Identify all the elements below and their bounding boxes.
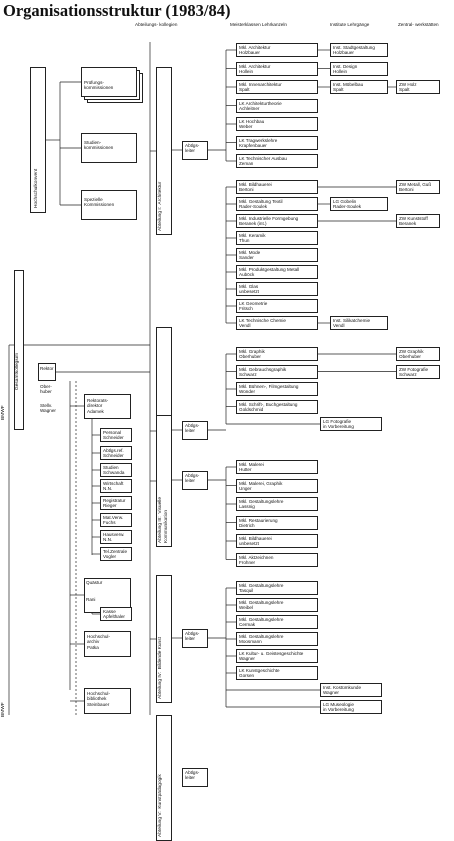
- department-3-box: [156, 415, 172, 547]
- meisterklasse-box: Mkl. Gestaltung Textil Rader-Soulek: [236, 197, 318, 211]
- werkstatt-box: ZW Holz Spalt: [396, 80, 440, 94]
- pruefungskommissionen: Prüfungs- kommissionen: [81, 67, 137, 97]
- meisterklasse-box: Mkl. Graphik Oberhuber: [236, 347, 318, 361]
- gesamtkollegium-box: [14, 270, 24, 430]
- institut-box: Inst. Möbelbau Spalt: [330, 80, 388, 94]
- rektoratsdirektor-box: Rektorats- direktor Adamek: [84, 394, 131, 419]
- werkstatt-box: ZW Fotografie Schwarz: [396, 364, 440, 379]
- header-werkstaetten: Zentral- werkstätten: [398, 22, 439, 27]
- meisterklasse-box: Mkl. Gestaltungslehre Cermak: [236, 615, 318, 629]
- institut-box: LG Museologie in Vorbereitung: [320, 700, 382, 714]
- meisterklasse-box: Mkl. Restaurierung Dietrich: [236, 515, 318, 530]
- meisterklasse-box: LK Tragwerkslehre Krapfenbauer: [236, 135, 318, 150]
- institut-box: LG Fotografie in Vorbereitung: [320, 417, 382, 431]
- personal-box: Personal Schneider: [100, 428, 132, 442]
- werkstatt-box: ZW Kunststoff Beranek: [396, 214, 440, 228]
- registratur-box: Registratur Rieger: [100, 496, 132, 510]
- studienkommissionen: Studien- kommissionen: [81, 133, 137, 163]
- meisterklasse-box: Mkl. Keramik Thun: [236, 231, 318, 245]
- department-1-leiter: Abtlgs- leiter: [182, 141, 208, 160]
- bibliothek-box: Hochschul- bibliothek Steinbauer: [84, 688, 131, 714]
- telzentrale-box: Tel.Zentrale Vogler: [100, 547, 132, 561]
- hausverw-box: Hausverw. N.N.: [100, 530, 132, 544]
- bmwf-top-label: BMWF: [1, 405, 6, 420]
- department-3-label: Abteilung III: Visuelle Kommunikation: [158, 496, 169, 543]
- meisterklasse-box: Mkl. Aktzeichnen Frohner: [236, 552, 318, 567]
- institut-box: Inst. Design Hollein: [330, 61, 388, 76]
- meisterklasse-box: LK Hochbau Weber: [236, 117, 318, 131]
- stellvertreter-label: Stellv. Wagner: [40, 403, 56, 414]
- hochschulkonvent-box: [30, 67, 46, 213]
- department-4-label: Abteilung IV: Bildende Kunst: [158, 637, 163, 699]
- meisterklasse-box: Mkl. Bildhauerei unbesetzt: [236, 534, 318, 548]
- department-5-leiter: Abtlgs- leiter: [182, 768, 208, 787]
- department-1-label: Abteilung I: Architektur: [158, 181, 163, 231]
- werkstatt-box: ZW Graphik Oberhuber: [396, 347, 440, 361]
- department-4-box: [156, 575, 172, 703]
- meisterklasse-box: LK Kultur- u. Geistesgeschichte Wagner: [236, 649, 318, 663]
- werkstatt-box: ZW Metall, Guß Bertoni: [396, 180, 440, 194]
- header-abteilungskollegien: Abteilungs- kollegien: [135, 22, 178, 27]
- meisterklasse-box: Mkl. Industrielle Formgebung Beranek (in…: [236, 214, 318, 228]
- kasse-box: Kasse Apfelthaler: [100, 607, 132, 621]
- meisterklasse-box: Mkl. Gestaltungslehre Moosmann: [236, 632, 318, 646]
- quaestur-label: Quästur: [86, 580, 103, 585]
- department-2-leiter: Abtlgs- leiter: [182, 421, 208, 440]
- meisterklasse-box: Mkl. Gestaltungslehre Weibel: [236, 598, 318, 612]
- gesamtkollegium-label: Gesamtkollegium: [15, 352, 20, 390]
- meisterklasse-box: Mkl. Innenarchitektur Spalt: [236, 80, 318, 94]
- archiv-box: Hochschul- archiv Patka: [84, 631, 131, 657]
- department-3-leiter: Abtlgs- leiter: [182, 471, 208, 490]
- studien-box: Studien Schwanda: [100, 463, 132, 477]
- rektor-label: Rektor: [40, 366, 54, 371]
- meisterklasse-box: LK Kunstgeschichte Gorsen: [236, 666, 318, 680]
- rani-label: Rani: [86, 597, 96, 602]
- meisterklasse-box: Mkl. Malerei Hutter: [236, 460, 318, 474]
- meisterklasse-box: Mkl. Bildhauerei Bertoni: [236, 180, 318, 194]
- institut-box: LG Gobelin Rader-Soulek: [330, 197, 388, 211]
- meisterklasse-box: Mkl. Gestaltungslehre Tasquil: [236, 581, 318, 595]
- wirtschaft-box: Wirtschaft N.N.: [100, 479, 132, 493]
- meisterklasse-box: Mkl. Malerei, Graphik Unger: [236, 478, 318, 493]
- matverw-box: Mat.Verw. Fuchs: [100, 513, 132, 527]
- department-4-leiter: Abtlgs- leiter: [182, 629, 208, 648]
- rektor-box: [38, 363, 56, 381]
- meisterklasse-box: Mkl. Schrift-, Buchgestaltung Goldschmid: [236, 399, 318, 414]
- connector-lines: [8, 42, 396, 715]
- meisterklasse-box: Mkl. Architektur Holzbauer: [236, 43, 318, 57]
- meisterklasse-box: Mkl. Gestaltungslehre Lassnig: [236, 497, 318, 511]
- meisterklasse-box: Mkl. Bühnen-, Filmgestaltung Wonder: [236, 382, 318, 396]
- meisterklasse-box: Mkl. Gebrauchsgraphik Schwarz: [236, 364, 318, 379]
- abtlgsref-box: Abtlgs.ref. Schneider: [100, 446, 132, 460]
- page-title: Organisationsstruktur (1983/84): [3, 1, 231, 20]
- meisterklasse-box: LK Technischer Ausbau Zeman: [236, 154, 318, 168]
- institut-box: Inst. Kostümkunde Wagner: [320, 683, 382, 697]
- oberhuber-label: Ober- huber: [40, 384, 52, 395]
- bmwf-bottom-label: BMWF: [1, 702, 6, 717]
- header-meisterklassen: Meisterklassen Lehrkanzeln: [230, 22, 287, 27]
- meisterklasse-box: LK Technische Chemie Vendl: [236, 316, 318, 330]
- meisterklasse-box: Mkl. Produktgestaltung Metall Auböck: [236, 265, 318, 279]
- header-institute: Institute Lehrgänge: [330, 22, 370, 27]
- meisterklasse-box: Mkl. Mode Sander: [236, 248, 318, 262]
- department-5-label: Abteilung V: Kunstpädagogik: [158, 774, 163, 837]
- hochschulkonvent-label: Hochschulkonvent: [34, 168, 39, 208]
- meisterklasse-box: LK Geometrie Fritsch: [236, 299, 318, 313]
- meisterklasse-box: Mkl. Glas unbesetzt: [236, 282, 318, 296]
- spezielle-kommissionen: Spezielle Kommissionen: [81, 190, 137, 220]
- meisterklasse-box: LK Architekturtheorie Achleitner: [236, 98, 318, 113]
- institut-box: Inst. Silikatchemie Vendl: [330, 316, 388, 330]
- department-1-box: [156, 67, 172, 235]
- institut-box: Inst. Stadtgestaltung Holzbauer: [330, 43, 388, 57]
- meisterklasse-box: Mkl. Architektur Hollein: [236, 61, 318, 76]
